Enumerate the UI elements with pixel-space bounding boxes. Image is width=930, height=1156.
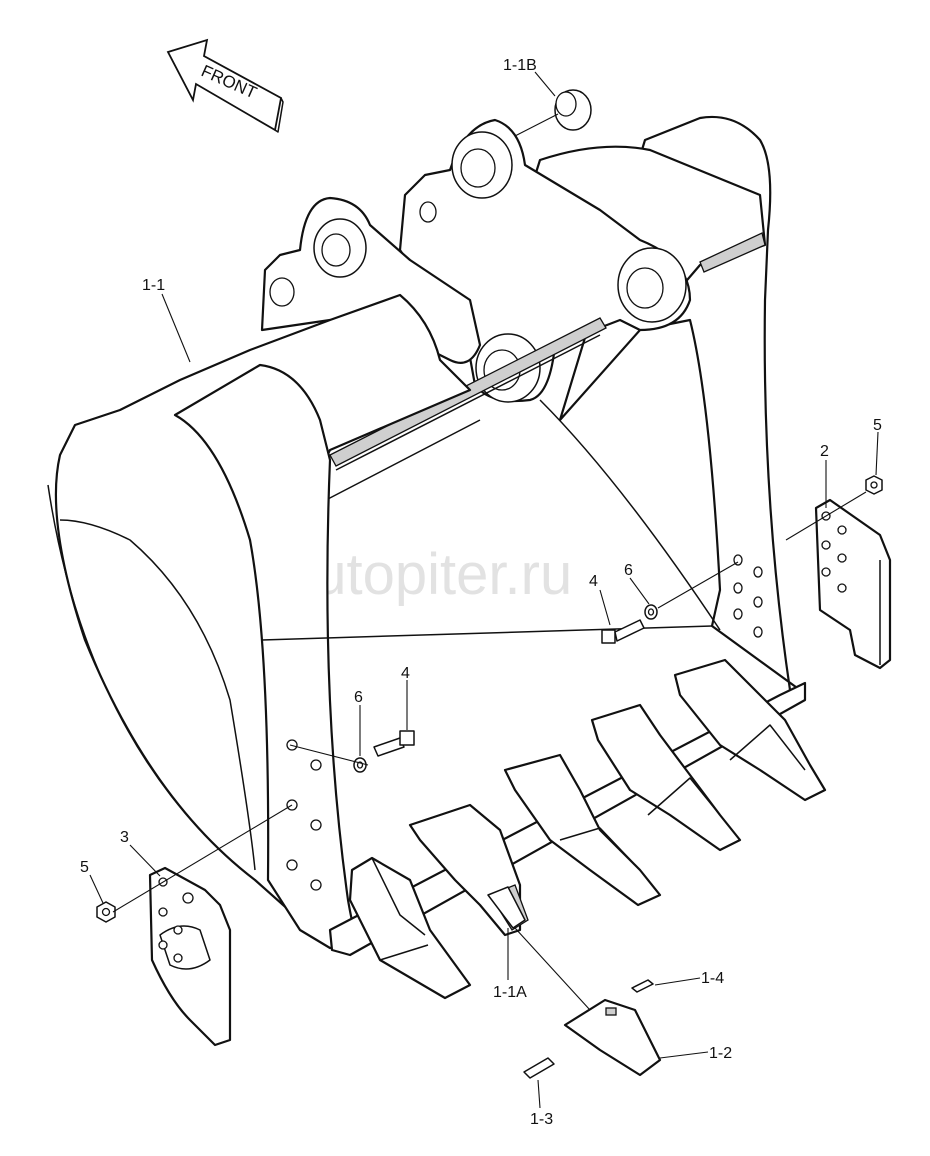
callout-3: 3 (120, 829, 129, 846)
rubber-lock-1-3-icon (523, 1057, 555, 1079)
callout-2: 2 (820, 443, 829, 460)
lock-pin-1-4-icon (631, 979, 654, 993)
callout-1-4: 1-4 (701, 970, 724, 987)
callout-4-left: 4 (401, 665, 410, 682)
watermark: a autopiter.ru (192, 538, 572, 607)
callout-1-1B: 1-1B (503, 57, 537, 74)
nut-5-left-icon (96, 901, 116, 923)
callout-1-2: 1-2 (709, 1045, 732, 1062)
adapter-piece-1-1A (487, 886, 526, 929)
washer-6-right-icon (644, 604, 658, 620)
callout-1-1: 1-1 (142, 277, 165, 294)
watermark-text: autopiter.ru (282, 542, 572, 607)
callout-6-right: 6 (624, 562, 633, 579)
bolt-4-left-icon (373, 730, 415, 757)
callout-4-right: 4 (589, 573, 598, 590)
left-bolt-holes (286, 739, 322, 891)
callout-1-1A: 1-1A (493, 984, 527, 1001)
tooth-point-1-2 (563, 998, 662, 1077)
nut-5-right-icon (865, 475, 883, 495)
callout-5-left: 5 (80, 859, 89, 876)
callout-labels: 1-1B 1-1 2 5 4 6 6 4 3 5 1-1A 1-4 1-2 1-… (80, 57, 882, 1128)
callout-1-3: 1-3 (530, 1111, 553, 1128)
bolt-4-right-icon (601, 619, 645, 644)
callout-6-left: 6 (354, 689, 363, 706)
right-bolt-holes (733, 554, 763, 638)
leader-lines (89, 71, 879, 1109)
bucket-teeth (348, 658, 827, 1000)
washer-6-left-icon (353, 757, 367, 773)
callout-5-right: 5 (873, 417, 882, 434)
side-cutter-3 (148, 866, 232, 1047)
side-cutter-2 (814, 498, 892, 670)
front-arrow-icon: FRONT (166, 38, 284, 133)
